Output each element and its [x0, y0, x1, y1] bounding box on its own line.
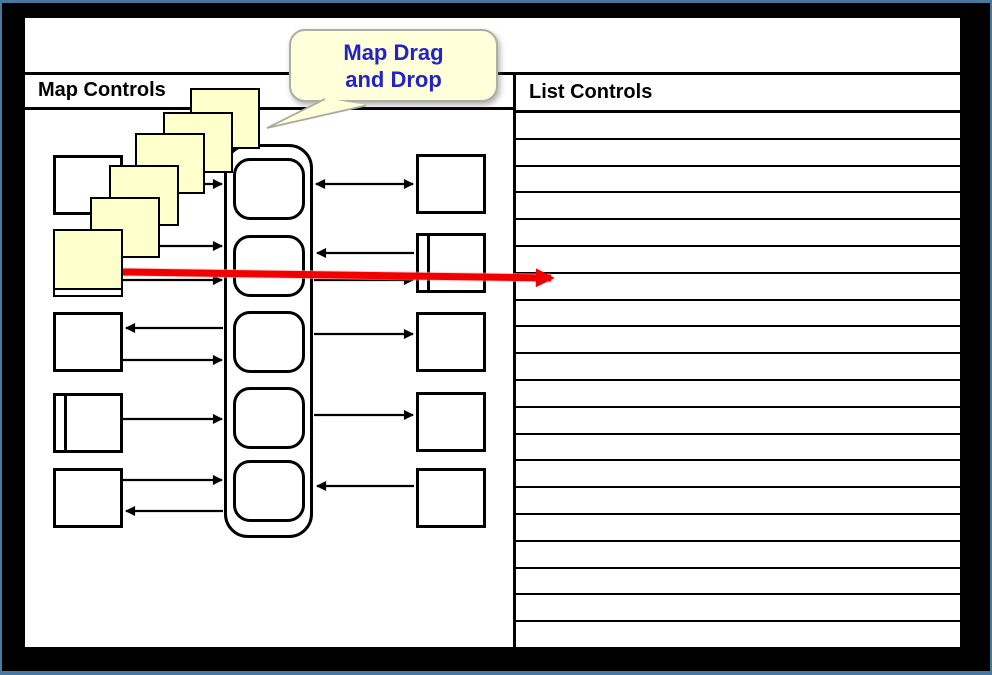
list-row[interactable]	[516, 542, 960, 569]
list-row[interactable]	[516, 515, 960, 542]
list-row[interactable]	[516, 595, 960, 623]
control-box-4	[416, 392, 486, 452]
list-row[interactable]	[516, 381, 960, 408]
drag-drop-arrow	[122, 267, 555, 288]
map-widget-box-2	[53, 312, 123, 372]
list-row[interactable]	[516, 140, 960, 167]
list-row[interactable]	[516, 569, 960, 596]
list-row[interactable]	[516, 220, 960, 247]
control-slot-1	[233, 158, 305, 220]
list-row[interactable]	[516, 167, 960, 194]
control-box-1	[416, 154, 486, 214]
list-row[interactable]	[516, 435, 960, 462]
list-row[interactable]	[516, 327, 960, 355]
list-controls-title: List Controls	[529, 81, 653, 103]
map-widget-box-3	[53, 393, 123, 453]
control-box-3	[416, 312, 486, 372]
list-row[interactable]	[516, 301, 960, 328]
control-box-2	[416, 233, 486, 293]
list-row[interactable]	[516, 461, 960, 489]
map-controls-title: Map Controls	[38, 79, 166, 101]
map-widget-box-4	[53, 468, 123, 528]
list-row[interactable]	[516, 113, 960, 140]
list-row[interactable]	[516, 274, 960, 301]
map-note-stack-edge	[53, 290, 123, 297]
control-slot-4	[233, 387, 305, 449]
list-controls-header: List Controls	[516, 75, 960, 113]
control-slot-2	[233, 235, 305, 297]
list-controls-panel: List Controls	[513, 72, 960, 647]
control-slot-5	[233, 460, 305, 522]
control-box-5	[416, 468, 486, 528]
list-rows	[516, 113, 960, 647]
slide-content: Map Controls List Controls	[25, 18, 960, 647]
list-row[interactable]	[516, 247, 960, 274]
list-row[interactable]	[516, 622, 960, 647]
list-row[interactable]	[516, 408, 960, 435]
list-row[interactable]	[516, 488, 960, 515]
list-row[interactable]	[516, 193, 960, 221]
map-drag-drop-callout: Map Drag and Drop	[289, 29, 498, 102]
callout-line-1: Map Drag	[343, 39, 444, 65]
list-row[interactable]	[516, 354, 960, 381]
map-note-6[interactable]	[53, 229, 123, 290]
callout-line-2: and Drop	[345, 66, 442, 92]
control-slot-3	[233, 311, 305, 373]
